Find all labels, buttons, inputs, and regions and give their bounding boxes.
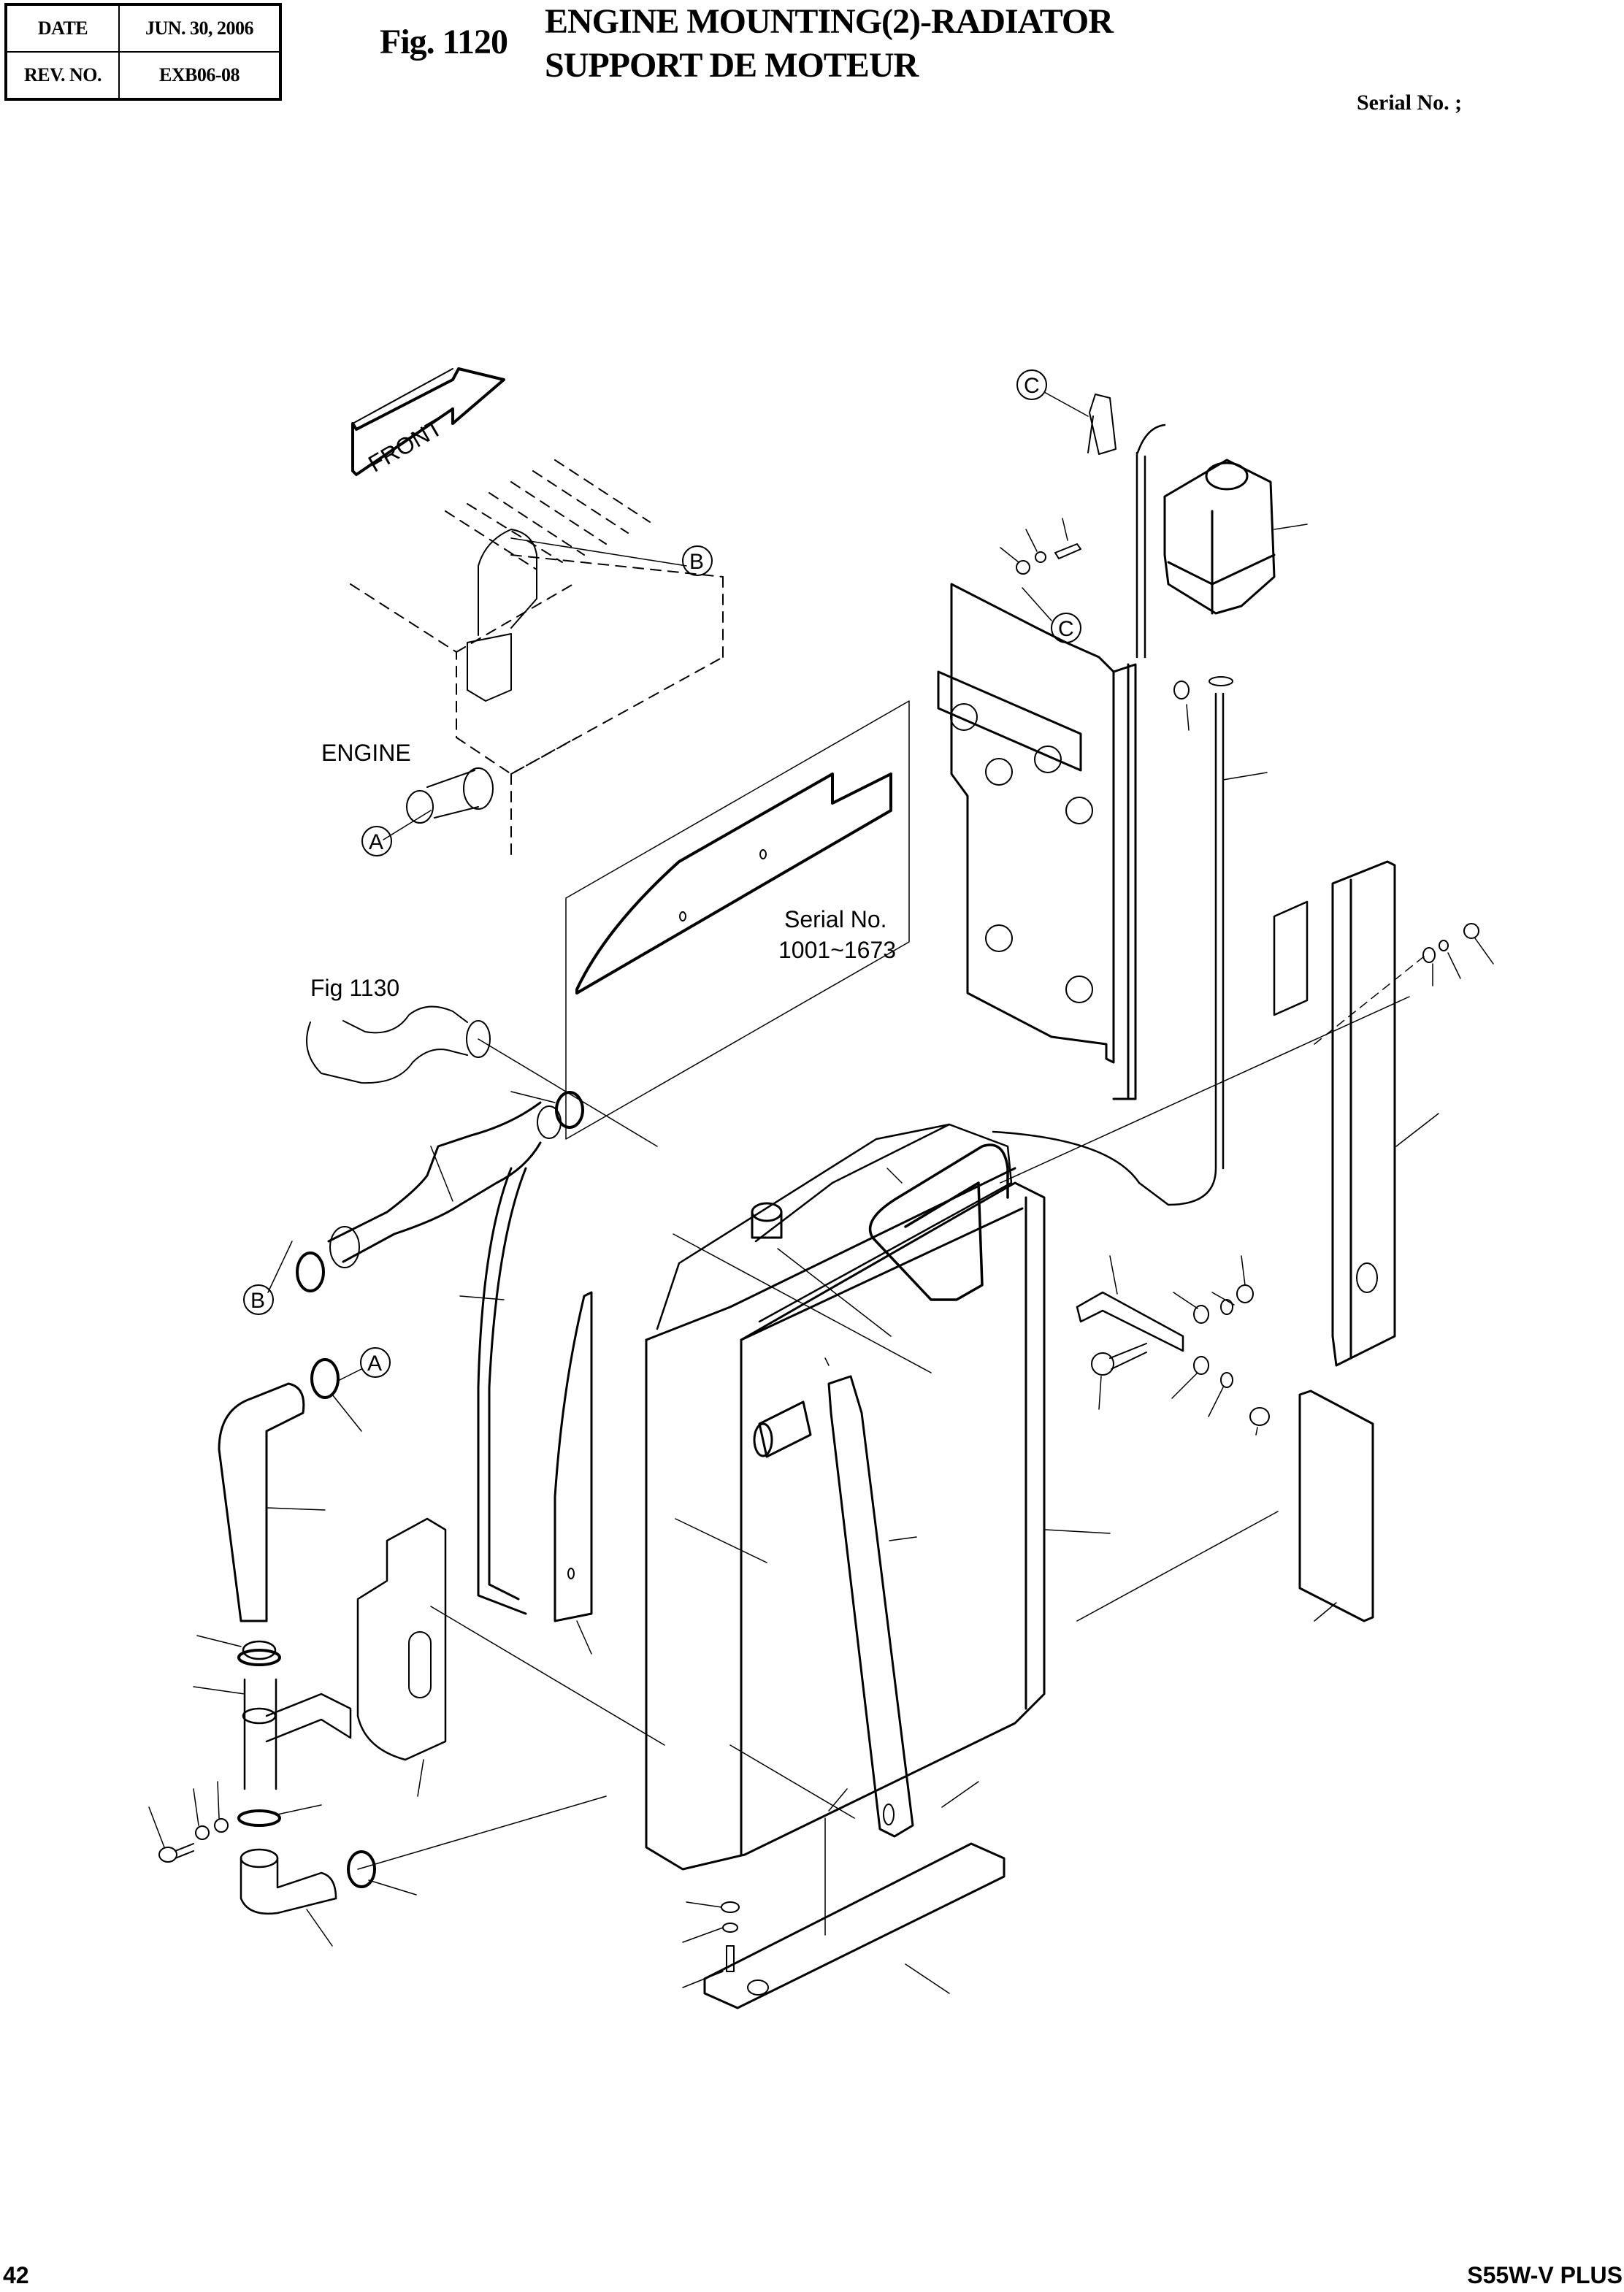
title-french: SUPPORT DE MOTEUR — [545, 46, 919, 85]
callout-c-top: C — [1016, 369, 1089, 417]
machine-model: S55W-V PLUS — [1467, 2262, 1623, 2288]
radiator-cap — [751, 1202, 783, 1239]
date-label: DATE — [5, 4, 120, 53]
hose-clamp-lower-a — [310, 1358, 362, 1432]
upper-radiator-hose — [327, 1101, 562, 1268]
upper-shroud-plate — [937, 583, 1137, 1100]
radiator-handle — [868, 1143, 1009, 1301]
svg-text:C: C — [1024, 374, 1040, 398]
side-stay-fasteners — [1314, 923, 1494, 1045]
engine-outline — [350, 459, 724, 862]
upper-hose-fig1130 — [306, 1005, 658, 1147]
reference-figure-label: Fig 1130 — [310, 975, 399, 1001]
overflow-hose — [992, 423, 1268, 1206]
hose-clamp-elbow — [347, 1795, 607, 1896]
hose-clamp-pipe-top — [196, 1635, 281, 1666]
pipe-mounting-bolt — [148, 1781, 229, 1863]
title-english: ENGINE MOUNTING(2)-RADIATOR — [545, 2, 1114, 41]
tank-bracket — [1087, 394, 1116, 455]
serial-number-label: Serial No. ; — [1357, 91, 1463, 115]
support-rod — [827, 1375, 917, 1838]
engine-label: ENGINE — [321, 740, 411, 766]
serial-note-line1: Serial No. — [784, 906, 887, 932]
serial-note-line2: 1001~1673 — [778, 937, 896, 963]
side-cover-lower — [356, 1517, 665, 1797]
callout-b-hose: B — [243, 1241, 293, 1315]
seal-strip-left — [459, 1167, 527, 1615]
lower-radiator-hose — [218, 1382, 326, 1622]
reserve-tank — [1163, 459, 1308, 615]
rubber-pad — [1076, 1390, 1374, 1622]
svg-text:B: B — [689, 550, 704, 574]
spacer-collar — [753, 1400, 812, 1458]
shroud-fasteners — [1000, 518, 1233, 731]
engine-outlet-elbow — [467, 529, 537, 702]
lower-elbow-hose — [240, 1848, 337, 1947]
page-title: ENGINE MOUNTING(2)-RADIATOR SUPPORT DE M… — [545, 0, 1114, 88]
front-arrow: FRONT — [351, 367, 505, 477]
svg-text:A: A — [367, 1352, 382, 1376]
callout-a-engine: A — [361, 810, 432, 856]
pipe-with-bracket — [193, 1640, 352, 1790]
revision-table: DATE JUN. 30, 2006 REV. NO. EXB06-08 — [4, 3, 282, 101]
base-mounting-bolt — [682, 1901, 740, 1988]
figure-number: Fig. 1120 — [380, 23, 508, 61]
rev-value: EXB06-08 — [118, 51, 281, 100]
baffle-plate-serial-variant — [565, 700, 910, 1140]
side-stay-right — [1273, 860, 1439, 1367]
assembly-lines — [673, 996, 1410, 1936]
bolt-long-right — [1091, 1343, 1147, 1410]
front-arrow-label: FRONT — [364, 414, 446, 477]
seal-strip-center — [554, 1291, 593, 1655]
rev-label: REV. NO. — [5, 51, 120, 100]
hose-clamp-upper-2 — [296, 1252, 325, 1292]
washer-and-nut-set-right — [1171, 1255, 1270, 1436]
date-value: JUN. 30, 2006 — [118, 4, 281, 53]
svg-text:A: A — [369, 830, 383, 854]
callout-a-hose: A — [339, 1347, 391, 1381]
hose-clamp-upper-1 — [510, 1091, 584, 1129]
hose-clamp-pipe-bottom — [237, 1804, 322, 1827]
stay-bracket-right — [1076, 1255, 1184, 1352]
engine-inlet-fitting — [406, 767, 494, 824]
radiator-core — [645, 1167, 1111, 1871]
svg-text:B: B — [250, 1289, 265, 1313]
callout-b-engine: B — [510, 537, 713, 576]
radiator-base-bar — [703, 1842, 1006, 2009]
svg-text:C: C — [1058, 617, 1074, 641]
page-number: 42 — [3, 2262, 29, 2288]
